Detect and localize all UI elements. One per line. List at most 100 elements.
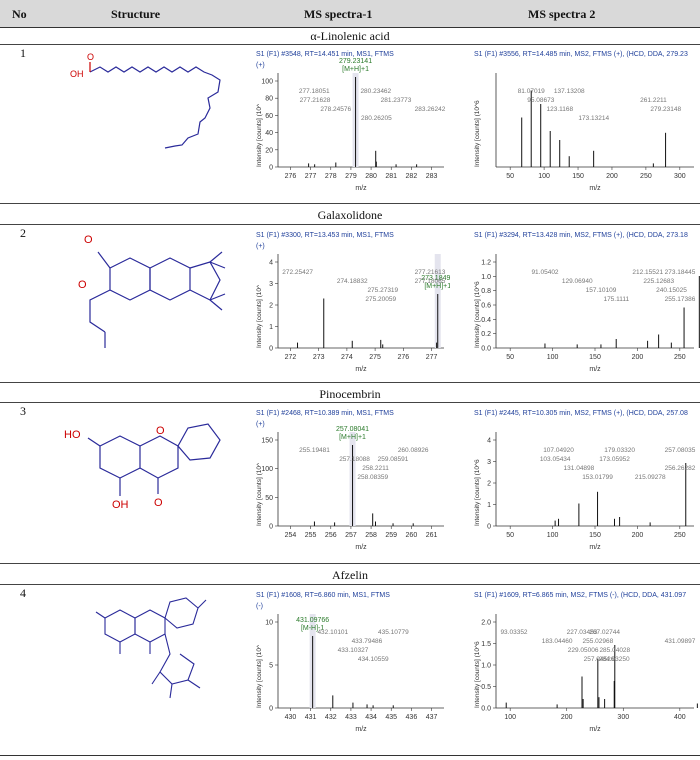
- y-tick-label: 80: [265, 96, 273, 103]
- peak-label: 255.02968: [582, 638, 613, 645]
- y-axis-label: Intensity [counts] (10^6: [474, 281, 481, 348]
- y-tick-label: 1.0: [481, 274, 491, 281]
- y-tick-label: 100: [261, 466, 273, 473]
- peak-label: 123.1168: [546, 106, 573, 113]
- compound-number: 2: [20, 226, 26, 240]
- peak-label: 215.09278: [635, 474, 666, 481]
- peak-label: 280.26205: [361, 115, 392, 122]
- divider: [0, 203, 700, 204]
- x-tick-label: 50: [506, 354, 514, 361]
- x-tick-label: 433: [345, 714, 357, 721]
- x-tick-label: 278: [325, 173, 337, 180]
- x-tick-label: 250: [674, 532, 686, 539]
- compound-number: 4: [20, 586, 26, 600]
- x-tick-label: 100: [504, 714, 516, 721]
- y-axis-label: Intensity [counts] (10^6: [474, 100, 481, 167]
- y-tick-label: 0: [269, 524, 273, 531]
- y-tick-label: 0: [487, 524, 491, 531]
- col-no: No: [12, 7, 27, 21]
- peak-label: 432.10101: [317, 629, 348, 636]
- x-tick-label: 435: [385, 714, 397, 721]
- x-tick-label: 430: [285, 714, 297, 721]
- divider: [0, 755, 700, 756]
- x-tick-label: 437: [426, 714, 438, 721]
- peak-label: 274.18832: [337, 278, 368, 285]
- ms1-spectrum-4: S1 (F1) #1608, RT=6.860 min, MS1, FTMS(-…: [256, 592, 444, 733]
- peak-label: 433.10327: [338, 647, 369, 654]
- spectrum-title: S1 (F1) #2468, RT=10.389 min, MS1, FTMS: [256, 410, 394, 417]
- oxygen-label: O: [84, 234, 93, 246]
- y-tick-label: 0.4: [481, 317, 491, 324]
- y-tick-label: 3: [269, 281, 273, 288]
- divider: [0, 27, 700, 28]
- peak-label: 259.08591: [378, 456, 409, 463]
- y-tick-label: 4: [487, 438, 491, 445]
- structure-4: [95, 597, 207, 699]
- y-tick-label: 0: [269, 165, 273, 172]
- x-axis-label: m/z: [355, 366, 367, 373]
- y-axis-label: Intensity [counts] (10^6: [474, 641, 481, 708]
- peak-label: 255.17386: [665, 296, 696, 303]
- col-ms2: MS spectra 2: [528, 7, 596, 21]
- ms1-spectrum-1: S1 (F1) #3548, RT=14.451 min, MS1, FTMS(…: [256, 51, 446, 192]
- y-tick-label: 1: [269, 324, 273, 331]
- peak-label: 179.03320: [604, 447, 635, 454]
- x-tick-label: 281: [385, 173, 397, 180]
- y-tick-label: 0: [269, 706, 273, 713]
- x-tick-label: 150: [572, 173, 584, 180]
- peak-label: 153.01799: [582, 474, 613, 481]
- divider: [0, 563, 700, 564]
- oxygen-label: O: [87, 52, 94, 62]
- x-tick-label: 250: [674, 354, 686, 361]
- adduct-label: [M-H]-1: [301, 625, 324, 632]
- peak-label: 277.18065: [415, 278, 446, 285]
- spectrum-title: S1 (F1) #3548, RT=14.451 min, MS1, FTMS: [256, 51, 394, 58]
- x-tick-label: 200: [561, 714, 573, 721]
- y-tick-label: 1.0: [481, 663, 491, 670]
- col-structure: Structure: [111, 7, 161, 21]
- ms2-spectrum-1: S1 (F1) #3556, RT=14.485 min, MS2, FTMS …: [474, 51, 694, 192]
- peak-label: 275.27319: [367, 287, 398, 294]
- peak-label: 267.02744: [589, 629, 620, 636]
- y-tick-label: 1.2: [481, 260, 491, 267]
- x-tick-label: 276: [285, 173, 297, 180]
- structure-3: HO OH O O: [64, 423, 221, 511]
- spectrum-title: S1 (F1) #3300, RT=13.453 min, MS1, FTMS: [256, 232, 394, 239]
- x-tick-label: 100: [538, 173, 550, 180]
- peak-label: 433.79486: [352, 638, 383, 645]
- spectrum-title: S1 (F1) #3294, RT=13.428 min, MS2, FTMS …: [474, 232, 688, 239]
- peak-label: 93.03352: [500, 629, 527, 636]
- y-tick-label: 2.0: [481, 620, 491, 627]
- x-axis-label: m/z: [589, 185, 601, 192]
- spectrum-title: S1 (F1) #1609, RT=6.865 min, MS2, FTMS (…: [474, 592, 686, 599]
- y-tick-label: 10: [265, 620, 273, 627]
- x-tick-label: 434: [365, 714, 377, 721]
- peak-label: 183.04460: [542, 638, 573, 645]
- y-axis-label: Intensity [counts] (10^6: [474, 459, 481, 526]
- y-tick-label: 50: [265, 495, 273, 502]
- x-axis-label: m/z: [589, 544, 601, 551]
- peak-label: 212.15521: [632, 269, 663, 276]
- peak-label: 103.05434: [540, 456, 571, 463]
- x-axis-label: m/z: [589, 366, 601, 373]
- x-tick-label: 100: [547, 354, 559, 361]
- oxygen-label: O: [154, 497, 163, 509]
- x-tick-label: 255: [305, 532, 317, 539]
- y-tick-label: 4: [269, 260, 273, 267]
- x-tick-label: 50: [506, 532, 514, 539]
- peak-label: 107.04920: [543, 447, 574, 454]
- peak-label: 273.18445: [665, 269, 696, 276]
- x-tick-label: 279: [345, 173, 357, 180]
- structure-2: O O: [78, 234, 226, 348]
- x-axis-label: m/z: [355, 185, 367, 192]
- peak-label: 257.08035: [665, 447, 696, 454]
- peak-label: 277.21613: [415, 269, 446, 276]
- peak-label: 283.26242: [415, 106, 446, 113]
- x-axis-label: m/z: [589, 726, 601, 733]
- ion-mode: (-): [256, 603, 263, 610]
- y-tick-label: 150: [261, 438, 273, 445]
- x-tick-label: 254: [285, 532, 297, 539]
- x-tick-label: 432: [325, 714, 337, 721]
- x-tick-label: 50: [506, 173, 514, 180]
- compound-number: 3: [20, 404, 26, 418]
